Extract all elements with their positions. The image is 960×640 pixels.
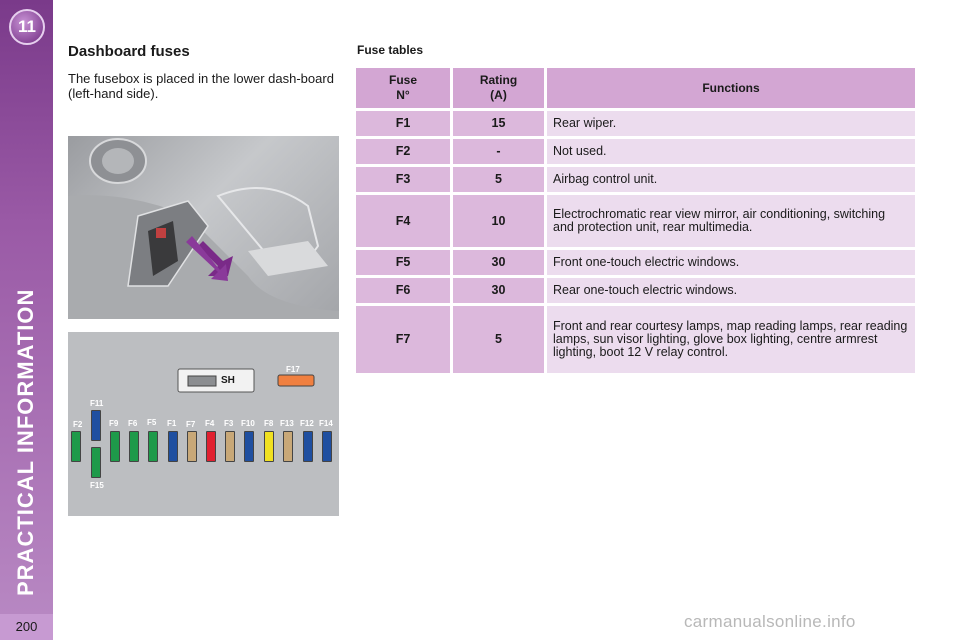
fuse-label-f9: F9 bbox=[109, 419, 119, 428]
fuse-f9 bbox=[110, 431, 120, 462]
cell-rating: 15 bbox=[450, 111, 544, 136]
table-row: F7 5 Front and rear courtesy lamps, map … bbox=[356, 306, 915, 373]
table-row: F2 - Not used. bbox=[356, 139, 915, 164]
cell-rating: 10 bbox=[450, 195, 544, 247]
cell-function: Not used. bbox=[544, 139, 915, 164]
fuse-label-f2: F2 bbox=[73, 420, 83, 429]
cell-function: Front one-touch electric windows. bbox=[544, 250, 915, 275]
fuse-f12 bbox=[303, 431, 313, 462]
header-functions: Functions bbox=[544, 68, 915, 108]
intro-text: The fusebox is placed in the lower dash-… bbox=[68, 71, 334, 101]
chapter-sidebar: 11 PRACTICAL INFORMATION 200 bbox=[0, 0, 53, 640]
chapter-title: PRACTICAL INFORMATION bbox=[13, 288, 38, 596]
fuse-label-f3: F3 bbox=[224, 419, 234, 428]
cell-rating: 30 bbox=[450, 278, 544, 303]
fuse-label-f1: F1 bbox=[167, 419, 177, 428]
cell-fuse: F5 bbox=[356, 250, 450, 275]
table-header-row: Fuse N° Rating (A) Functions bbox=[356, 68, 915, 108]
header-rating-label: Rating (A) bbox=[479, 73, 518, 102]
cell-fuse: F7 bbox=[356, 306, 450, 373]
table-row: F3 5 Airbag control unit. bbox=[356, 167, 915, 192]
fuse-f10 bbox=[244, 431, 254, 462]
chapter-number-badge: 11 bbox=[9, 9, 45, 45]
cell-fuse: F4 bbox=[356, 195, 450, 247]
fuse-label-f17: F17 bbox=[286, 365, 300, 374]
cell-rating: 5 bbox=[450, 306, 544, 373]
cell-function: Airbag control unit. bbox=[544, 167, 915, 192]
header-fuse-label: Fuse N° bbox=[388, 73, 417, 102]
section-title: Dashboard fuses bbox=[68, 43, 190, 60]
header-fuse: Fuse N° bbox=[356, 68, 450, 108]
cell-fuse: F3 bbox=[356, 167, 450, 192]
fuse-f3 bbox=[225, 431, 235, 462]
fuse-f2 bbox=[71, 431, 81, 462]
fuse-label-f7: F7 bbox=[186, 420, 196, 429]
watermark: carmanualsonline.info bbox=[684, 612, 856, 631]
fuse-f7 bbox=[187, 431, 197, 462]
cell-rating: 5 bbox=[450, 167, 544, 192]
table-row: F6 30 Rear one-touch electric windows. bbox=[356, 278, 915, 303]
table-row: F4 10 Electrochromatic rear view mirror,… bbox=[356, 195, 915, 247]
fuse-label-f8: F8 bbox=[264, 419, 274, 428]
fuse-f11 bbox=[91, 410, 101, 441]
fuse-label-f10: F10 bbox=[241, 419, 255, 428]
cell-function: Rear one-touch electric windows. bbox=[544, 278, 915, 303]
fuse-f14 bbox=[322, 431, 332, 462]
cell-fuse: F2 bbox=[356, 139, 450, 164]
fuse-label-f15: F15 bbox=[90, 481, 104, 490]
fuse-label-f11: F11 bbox=[90, 399, 104, 408]
table-row: F5 30 Front one-touch electric windows. bbox=[356, 250, 915, 275]
fuse-f15 bbox=[91, 447, 101, 478]
cell-fuse: F1 bbox=[356, 111, 450, 136]
fuse-label-f4: F4 bbox=[205, 419, 215, 428]
fuse-label-f6: F6 bbox=[128, 419, 138, 428]
fuse-f13 bbox=[283, 431, 293, 462]
cell-fuse: F6 bbox=[356, 278, 450, 303]
page-number: 200 bbox=[0, 614, 53, 640]
table-row: F1 15 Rear wiper. bbox=[356, 111, 915, 136]
cell-rating: - bbox=[450, 139, 544, 164]
fusebox-diagram: SH F17 F2 F11 F15 F9 F6 F5 F1 F7 F4 F3 F… bbox=[68, 332, 339, 516]
fuse-label-f12: F12 bbox=[300, 419, 314, 428]
fuse-label-f13: F13 bbox=[280, 419, 294, 428]
chapter-number: 11 bbox=[18, 17, 36, 36]
dashboard-illustration bbox=[68, 138, 339, 319]
fusebox-illustration bbox=[177, 368, 315, 393]
cell-rating: 30 bbox=[450, 250, 544, 275]
fuse-f6 bbox=[129, 431, 139, 462]
fuse-label-f14: F14 bbox=[319, 419, 333, 428]
fuse-f8 bbox=[264, 431, 274, 462]
table-title: Fuse tables bbox=[357, 43, 424, 57]
cell-function: Electrochromatic rear view mirror, air c… bbox=[544, 195, 915, 247]
dashboard-photo bbox=[68, 136, 339, 319]
fuse-f1 bbox=[168, 431, 178, 462]
cell-function: Rear wiper. bbox=[544, 111, 915, 136]
header-rating: Rating (A) bbox=[450, 68, 544, 108]
cell-function: Front and rear courtesy lamps, map readi… bbox=[544, 306, 915, 373]
sh-relay-label: SH bbox=[221, 375, 235, 386]
fuse-label-f5: F5 bbox=[147, 418, 157, 427]
fuse-table: Fuse N° Rating (A) Functions F1 15 Rear … bbox=[356, 65, 915, 376]
fuse-f5 bbox=[148, 431, 158, 462]
fuse-f4 bbox=[206, 431, 216, 462]
